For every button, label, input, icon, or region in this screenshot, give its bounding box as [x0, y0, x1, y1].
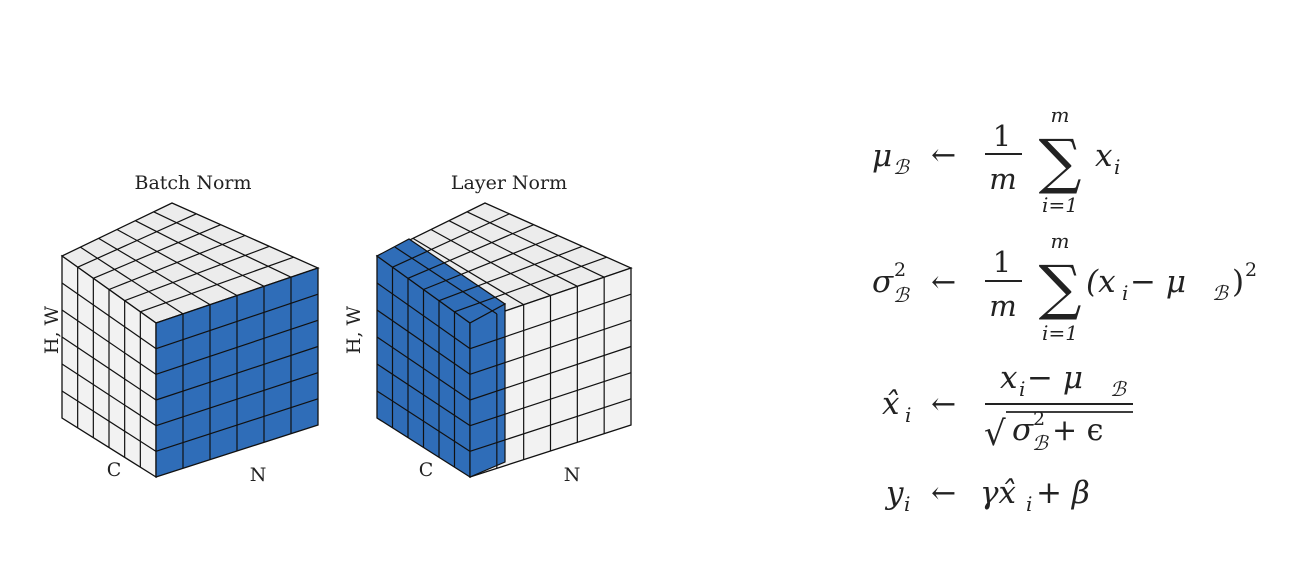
svg-text:γx̂: γx̂ [980, 475, 1017, 511]
svg-text:ℬ: ℬ [893, 155, 910, 179]
svg-text:ℬ: ℬ [1212, 281, 1229, 305]
svg-text:σ: σ [872, 264, 894, 300]
svg-text:1: 1 [993, 245, 1011, 279]
equation-scale-shift: y i ← γx̂ i + β [884, 475, 1090, 516]
svg-text:m: m [1051, 103, 1070, 127]
layer-axis-n-label: N [564, 464, 581, 486]
batch-cube-grid-lines [61, 211, 319, 469]
layer-cube-grid-lines [376, 211, 632, 469]
batch-norm-cube [60, 202, 320, 479]
layer-axis-c-label: C [419, 459, 434, 481]
svg-text:i: i [904, 492, 910, 516]
svg-text:μ: μ [872, 138, 892, 174]
svg-text:− μ: − μ [1027, 360, 1083, 396]
svg-text:2: 2 [894, 259, 906, 281]
batch-norm-title: Batch Norm [134, 172, 251, 194]
svg-text:i: i [905, 403, 911, 427]
layer-front-grid-line [469, 398, 632, 452]
svg-text:m: m [1051, 229, 1070, 253]
svg-text:x: x [1000, 360, 1018, 396]
svg-text:+ β: + β [1036, 475, 1090, 511]
batch-norm-equations: μ ℬ ← 1 m m ∑ i=1 x i σ 2 ℬ ← 1 m m ∑ i=… [872, 103, 1257, 516]
svg-text:∑: ∑ [1039, 127, 1082, 197]
svg-text:←: ← [931, 476, 956, 511]
svg-text:y: y [884, 475, 904, 511]
svg-text:m: m [989, 289, 1017, 323]
batch-axis-c-label: C [107, 459, 122, 481]
batch-axis-n-label: N [250, 464, 267, 486]
svg-text:ℬ: ℬ [1110, 377, 1127, 401]
svg-text:+ ϵ: + ϵ [1052, 413, 1103, 448]
svg-text:i: i [1122, 281, 1128, 305]
svg-text:i=1: i=1 [1042, 321, 1078, 345]
svg-text:←: ← [931, 265, 956, 300]
svg-text:1: 1 [993, 119, 1011, 153]
svg-text:− μ: − μ [1130, 264, 1186, 300]
equation-mean: μ ℬ ← 1 m m ∑ i=1 x i [872, 103, 1120, 217]
equation-normalize: x̂ i ← x i − μ ℬ √ σ 2 ℬ + ϵ [882, 360, 1133, 455]
svg-text:x: x [1095, 138, 1113, 174]
svg-text:∑: ∑ [1039, 253, 1082, 323]
svg-text:2: 2 [1033, 408, 1045, 430]
svg-text:i=1: i=1 [1042, 193, 1078, 217]
layer-axis-hw-label: H, W [343, 305, 365, 354]
svg-text:i: i [1114, 155, 1120, 179]
svg-text:i: i [1019, 377, 1025, 401]
svg-text:σ: σ [1012, 412, 1034, 448]
equation-variance: σ 2 ℬ ← 1 m m ∑ i=1 (x i − μ ℬ ) 2 [872, 229, 1257, 345]
svg-text:ℬ: ℬ [1032, 431, 1049, 455]
svg-text:i: i [1026, 492, 1032, 516]
batch-top-grid-line [140, 256, 294, 313]
svg-text:←: ← [931, 387, 956, 422]
batch-front-grid-line [155, 398, 319, 452]
svg-text:m: m [989, 162, 1017, 196]
svg-text:ℬ: ℬ [893, 283, 910, 307]
layer-norm-title: Layer Norm [451, 172, 567, 194]
svg-text:√: √ [984, 414, 1006, 454]
layer-left-grid-line [376, 390, 471, 452]
layer-norm-cube [375, 202, 633, 479]
layer-top-grid-line [454, 256, 607, 313]
svg-text:): ) [1232, 264, 1244, 300]
svg-text:(x: (x [1086, 264, 1116, 300]
batch-axis-hw-label: H, W [41, 305, 63, 354]
svg-text:←: ← [931, 138, 956, 173]
svg-text:x̂: x̂ [882, 386, 900, 422]
svg-text:2: 2 [1245, 259, 1257, 281]
batch-left-grid-line [61, 390, 157, 452]
